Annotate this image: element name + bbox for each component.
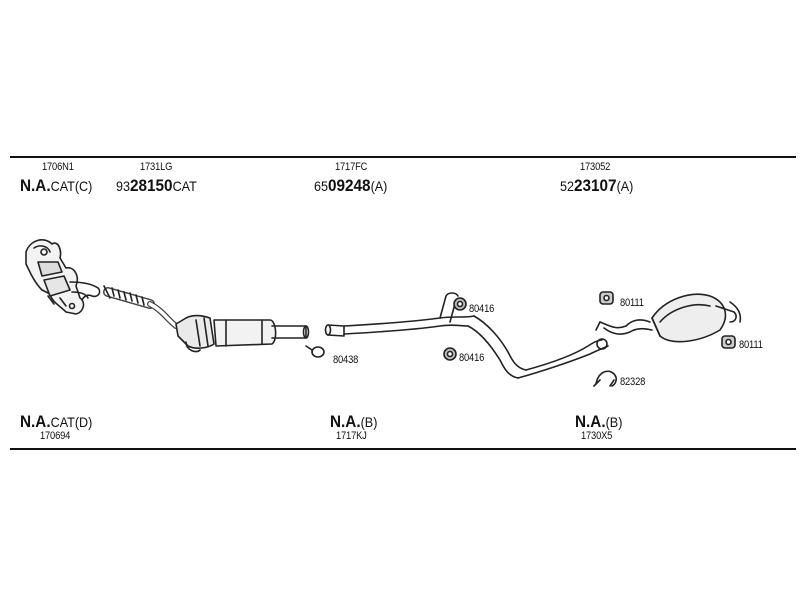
mount-a xyxy=(599,291,614,305)
bottom-label-3-bold: N.A. xyxy=(575,412,606,431)
callout-mount-b: 80111 xyxy=(739,339,763,351)
bottom-label-1-suffix: CAT(D) xyxy=(50,414,93,430)
bottom-label-3: N.A.(B) xyxy=(575,413,622,430)
part-label-1-suffix: CAT(C) xyxy=(50,178,93,194)
middle-pipe xyxy=(324,292,609,379)
part-label-2-bold: 28150 xyxy=(130,176,173,195)
part-label-1: N.A.CAT(C) xyxy=(20,177,92,194)
part-label-4: 5223107(A) xyxy=(560,177,633,194)
callout-mount-a: 80111 xyxy=(620,297,644,309)
callout-clamp: 80438 xyxy=(333,354,359,366)
top-rule xyxy=(10,156,796,158)
part-label-2-prefix: 93 xyxy=(116,178,131,194)
part-code-2: 1731LG xyxy=(140,161,173,173)
mount-b xyxy=(721,335,736,349)
part-label-1-bold: N.A. xyxy=(20,176,51,195)
catalytic-converter xyxy=(175,314,310,353)
bottom-rule xyxy=(10,448,796,450)
part-label-3-suffix: (A) xyxy=(370,178,388,194)
part-label-3: 6509248(A) xyxy=(314,177,387,194)
part-label-4-bold: 23107 xyxy=(574,176,617,195)
callout-hanger-a: 80416 xyxy=(469,303,495,315)
bracket-82328 xyxy=(593,370,617,387)
callout-bracket: 82328 xyxy=(620,376,646,388)
part-label-3-bold: 09248 xyxy=(328,176,371,195)
hanger-b xyxy=(443,347,457,361)
flex-pipe xyxy=(103,285,179,329)
callout-hanger-b: 80416 xyxy=(459,352,485,364)
part-label-3-prefix: 65 xyxy=(314,178,329,194)
bottom-label-1: N.A.CAT(D) xyxy=(20,413,92,430)
rear-silencer xyxy=(651,293,742,343)
bottom-code-3: 1730X5 xyxy=(581,430,613,442)
part-code-1: 1706N1 xyxy=(42,161,74,173)
part-label-4-prefix: 52 xyxy=(560,178,575,194)
part-label-2-suffix: CAT xyxy=(172,178,197,194)
bottom-label-3-suffix: (B) xyxy=(605,414,623,430)
part-code-3: 1717FC xyxy=(335,161,368,173)
bottom-code-2: 1717KJ xyxy=(336,430,367,442)
hanger-a xyxy=(453,297,467,311)
bottom-code-1: 170694 xyxy=(40,430,71,442)
bottom-label-1-bold: N.A. xyxy=(20,412,51,431)
bottom-label-2: N.A.(B) xyxy=(330,413,377,430)
clamp-80438 xyxy=(305,345,325,358)
bottom-label-2-suffix: (B) xyxy=(360,414,378,430)
rear-pipe xyxy=(595,319,653,335)
part-label-2: 9328150CAT xyxy=(116,177,197,194)
manifold-catalyst xyxy=(25,239,101,315)
part-label-4-suffix: (A) xyxy=(616,178,634,194)
bottom-label-2-bold: N.A. xyxy=(330,412,361,431)
part-code-4: 173052 xyxy=(580,161,611,173)
